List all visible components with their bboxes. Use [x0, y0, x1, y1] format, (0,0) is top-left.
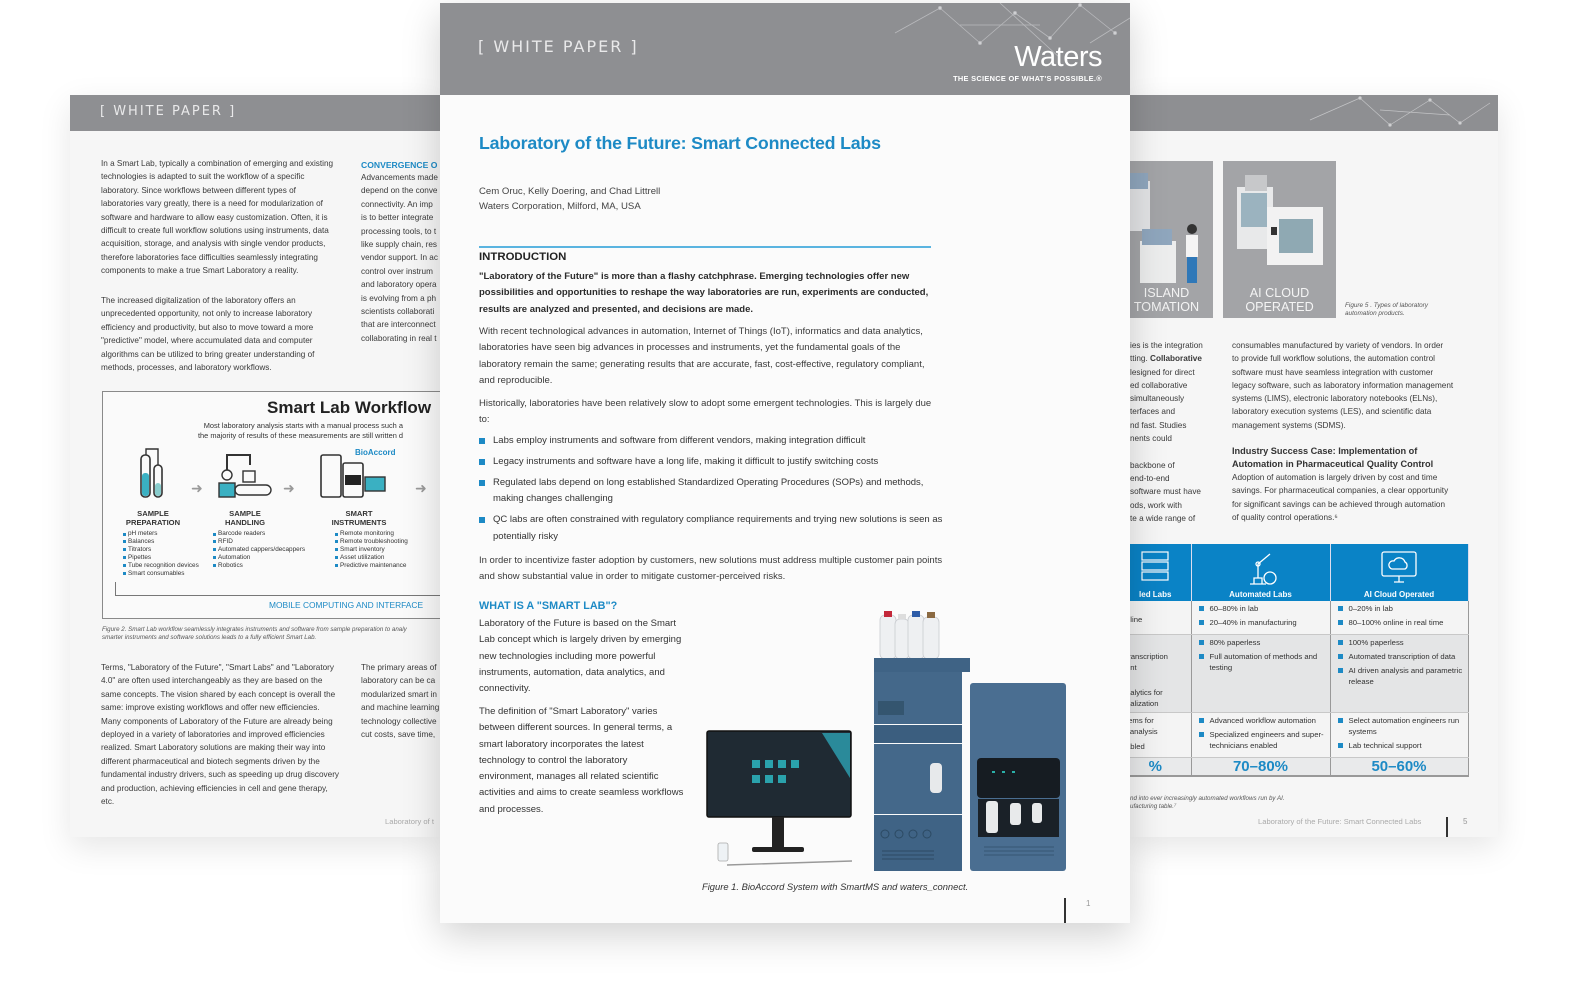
figure-title: Smart Lab Workflow	[267, 398, 432, 417]
table-caption: nd into ever increasingly automated work…	[1130, 795, 1285, 811]
list-item: Labs employ instruments and software fro…	[479, 433, 944, 449]
waters-logo: Waters THE SCIENCE OF WHAT'S POSSIBLE.®	[953, 41, 1102, 84]
figure-subtitle: Most laboratory analysis starts with a m…	[198, 421, 403, 440]
table-header: led Labs	[1130, 544, 1192, 601]
page-header: [ WHITE PAPER ]	[70, 95, 440, 131]
page-footer: Laboratory of the Future: Smart Connecte…	[1258, 817, 1422, 826]
test-tubes-icon	[103, 447, 203, 505]
figure-caption: Figure 2. Smart Lab workflow seamlessly …	[102, 626, 407, 642]
bioaccord-system-image	[706, 611, 1066, 871]
table-row: transcriptionentnalytics forualization 8…	[1130, 634, 1469, 713]
automated-instrument-illustration-icon	[1237, 175, 1323, 265]
lead-paragraph: "Laboratory of the Future" is more than …	[479, 271, 929, 315]
body-paragraph: The increased digitalization of the labo…	[101, 296, 315, 373]
robot-arm-icon	[195, 447, 295, 505]
body-paragraph: With recent technological advances in au…	[479, 326, 925, 387]
svg-text:BioAccord: BioAccord	[355, 448, 396, 457]
smart-lab-workflow-figure: Smart Lab Workflow Most laboratory analy…	[102, 391, 440, 619]
mobile-computing-label: MOBILE COMPUTING AND INTERFACE	[269, 600, 424, 610]
page-number: 5	[1463, 817, 1468, 826]
figure-caption: Figure 5 . Types of laboratory automatio…	[1345, 302, 1428, 318]
cloud-monitor-icon	[1381, 551, 1417, 583]
server-rack-icon	[1141, 551, 1169, 581]
column-text: consumables manufactured by variety of v…	[1232, 341, 1454, 430]
arrow-right-icon: ➜	[283, 480, 295, 496]
list-item: Legacy instruments and software have a l…	[479, 454, 944, 470]
document-title: Laboratory of the Future: Smart Connecte…	[479, 133, 881, 153]
left-page: [ WHITE PAPER ] In a Smart Lab, typicall…	[70, 95, 440, 837]
automation-comparison-table: led Labs Automated Labs AI Cloud Operate…	[1130, 544, 1469, 777]
white-paper-label: [ WHITE PAPER ]	[478, 37, 639, 56]
list-item: Regulated labs depend on long establishe…	[479, 475, 944, 508]
table-header: Automated Labs	[1191, 544, 1331, 601]
network-pattern-icon	[894, 3, 1130, 59]
network-pattern-icon	[1309, 96, 1491, 127]
authors: Cem Oruc, Kelly Doering, and Chad Littre…	[479, 186, 661, 213]
lab-technician-illustration-icon	[1130, 173, 1198, 283]
arrow-right-icon: ➜	[191, 480, 203, 496]
section-heading: INTRODUCTION	[479, 251, 567, 263]
body-paragraph: In order to incentivize faster adoption …	[479, 555, 943, 583]
section-heading: CONVERGENCE O	[361, 160, 438, 170]
robot-arm-icon	[1249, 553, 1277, 585]
figure-caption: Figure 1. BioAccord System with SmartMS …	[702, 881, 969, 892]
arrow-right-icon: ➜	[415, 480, 427, 496]
bullet-list: Labs employ instruments and software fro…	[479, 433, 944, 549]
white-paper-label: [ WHITE PAPER ]	[100, 104, 237, 119]
column-text: Adoption of automation is largely driven…	[1232, 473, 1449, 522]
table-row-percent: % 70–80% 50–60%	[1130, 757, 1469, 777]
body-paragraph: In a Smart Lab, typically a combination …	[101, 159, 334, 276]
page-number-divider	[1446, 817, 1448, 837]
front-page: [ WHITE PAPER ] Waters THE SCIENCE OF WH…	[440, 3, 1130, 923]
page-number: 1	[1086, 899, 1091, 908]
table-header: AI Cloud Operated	[1330, 544, 1469, 601]
page-header: [ WHITE PAPER ] Waters THE SCIENCE OF WH…	[440, 3, 1130, 95]
page-footer: Laboratory of t	[385, 817, 434, 826]
section-divider	[479, 246, 931, 248]
list-item: QC labs are often constrained with regul…	[479, 512, 944, 545]
instrument-icon: BioAccord	[309, 447, 409, 505]
table-row: tems forl analysisabled Advanced workflo…	[1130, 712, 1469, 758]
body-paragraph: Historically, laboratories have been rel…	[479, 398, 932, 426]
page-header	[1130, 95, 1498, 131]
section-heading: Industry Success Case: Implementation of…	[1232, 446, 1434, 470]
bracket-line	[115, 582, 440, 596]
body-paragraph: The definition of "Smart Laboratory" var…	[479, 706, 684, 815]
body-paragraph: Laboratory of the Future is based on the…	[479, 618, 682, 695]
page-number-divider	[1064, 898, 1066, 923]
section-heading: WHAT IS A "SMART LAB"?	[479, 600, 618, 612]
body-paragraph: Terms, "Laboratory of the Future", "Smar…	[101, 663, 340, 807]
